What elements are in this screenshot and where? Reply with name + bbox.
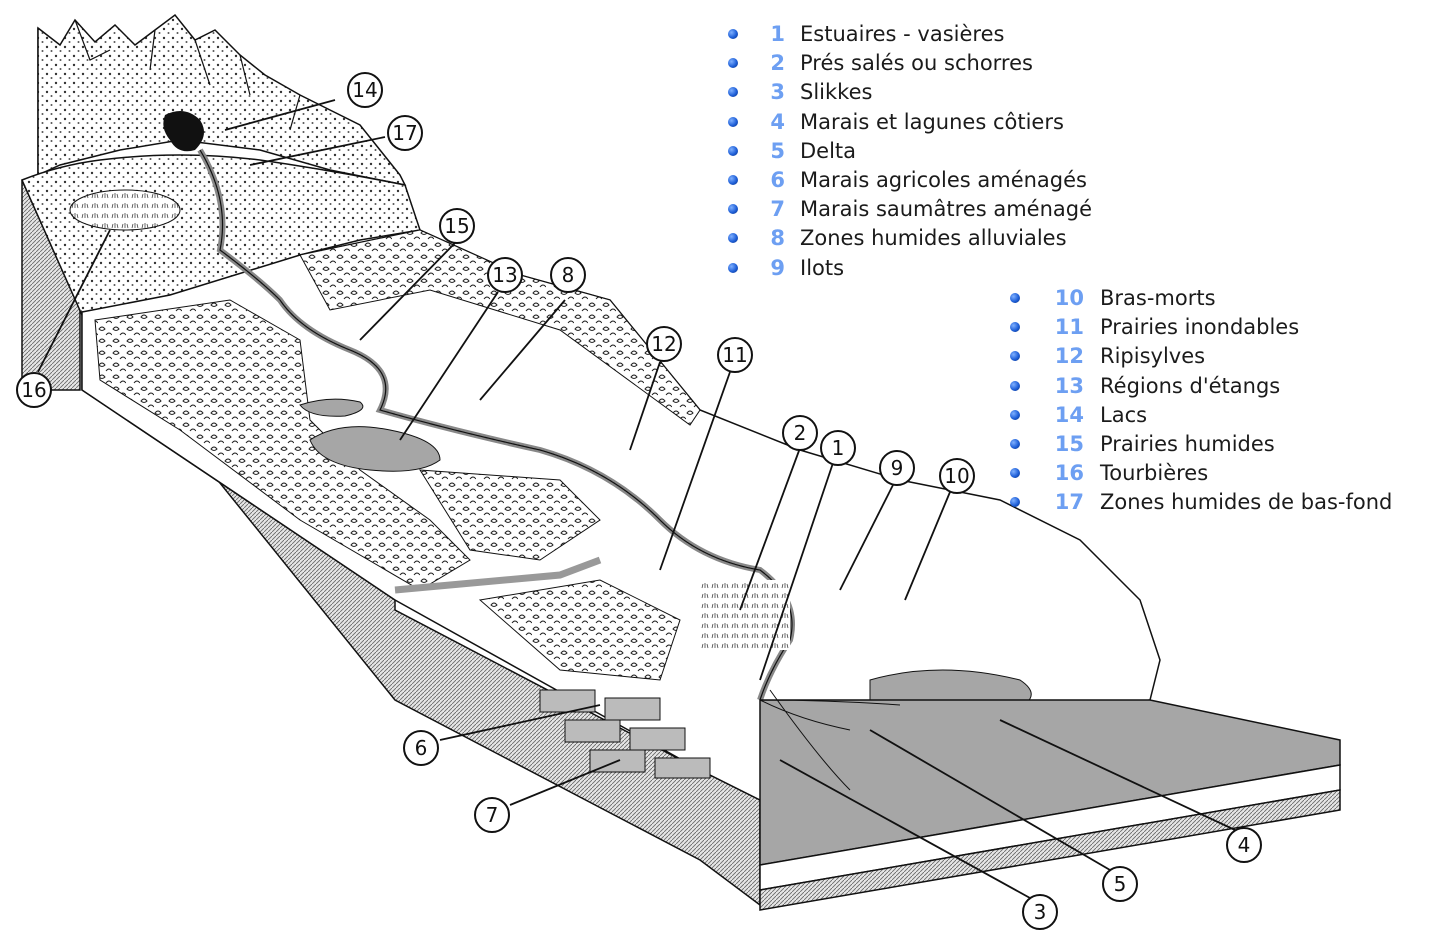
callout-14: 14	[348, 73, 382, 107]
callout-6: 6	[404, 731, 438, 765]
svg-text:6: 6	[415, 736, 428, 760]
svg-text:17: 17	[392, 121, 417, 145]
legend-label: Bras-morts	[1100, 284, 1216, 313]
legend-label: Marais et lagunes côtiers	[800, 108, 1064, 137]
legend-label: Marais agricoles aménagés	[800, 166, 1087, 195]
callout-16: 16	[17, 373, 51, 407]
svg-text:7: 7	[486, 803, 499, 827]
legend-number: 1	[752, 20, 785, 49]
svg-text:2: 2	[794, 421, 807, 445]
legend-label: Marais saumâtres aménagé	[800, 195, 1092, 224]
svg-text:12: 12	[651, 332, 676, 356]
callout-1: 1	[821, 431, 855, 465]
legend-number: 17	[1040, 488, 1084, 517]
legend-label: Prairies humides	[1100, 430, 1275, 459]
bullet-icon	[728, 175, 738, 185]
legend-label: Ripisylves	[1100, 342, 1205, 371]
bullet-icon	[728, 146, 738, 156]
legend-number: 13	[1040, 372, 1084, 401]
legend-number: 6	[752, 166, 785, 195]
legend-label: Lacs	[1100, 401, 1147, 430]
legend-number: 16	[1040, 459, 1084, 488]
callout-15: 15	[440, 209, 474, 243]
svg-text:13: 13	[492, 263, 517, 287]
legend-number: 9	[752, 254, 785, 283]
legend-number: 14	[1040, 401, 1084, 430]
svg-text:8: 8	[562, 263, 575, 287]
callout-10: 10	[940, 459, 974, 493]
callout-8: 8	[551, 258, 585, 292]
bullet-icon	[1010, 410, 1020, 420]
callout-17: 17	[388, 116, 422, 150]
callout-7: 7	[475, 798, 509, 832]
svg-text:5: 5	[1114, 872, 1127, 896]
svg-text:10: 10	[944, 464, 969, 488]
legend-number: 3	[752, 78, 785, 107]
svg-text:9: 9	[891, 456, 904, 480]
legend-label: Delta	[800, 137, 856, 166]
svg-text:4: 4	[1238, 833, 1251, 857]
legend-label: Estuaires - vasières	[800, 20, 1004, 49]
svg-text:14: 14	[352, 78, 377, 102]
bullet-icon	[1010, 439, 1020, 449]
svg-text:16: 16	[21, 378, 46, 402]
legend-label: Tourbières	[1100, 459, 1208, 488]
legend-number: 10	[1040, 284, 1084, 313]
svg-text:11: 11	[722, 343, 747, 367]
callout-12: 12	[647, 327, 681, 361]
legend-number: 11	[1040, 313, 1084, 342]
legend-label: Zones humides de bas-fond	[1100, 488, 1392, 517]
legend-number: 5	[752, 137, 785, 166]
callout-11: 11	[718, 338, 752, 372]
bullet-icon	[728, 117, 738, 127]
svg-text:1: 1	[832, 436, 845, 460]
legend-label: Ilots	[800, 254, 844, 283]
legend-number: 7	[752, 195, 785, 224]
bullet-icon	[1010, 381, 1020, 391]
bullet-icon	[1010, 293, 1020, 303]
legend-label: Prés salés ou schorres	[800, 49, 1033, 78]
legend-label: Régions d'étangs	[1100, 372, 1280, 401]
legend-number: 4	[752, 108, 785, 137]
legend-number: 12	[1040, 342, 1084, 371]
bullet-icon	[728, 263, 738, 273]
callout-5: 5	[1103, 867, 1137, 901]
callout-13: 13	[488, 258, 522, 292]
bullet-icon	[728, 29, 738, 39]
svg-text:3: 3	[1034, 900, 1047, 924]
legend-number: 15	[1040, 430, 1084, 459]
callout-3: 3	[1023, 895, 1057, 929]
callout-9: 9	[880, 451, 914, 485]
legend-label: Prairies inondables	[1100, 313, 1299, 342]
legend-number: 8	[752, 224, 785, 253]
legend-label: Slikkes	[800, 78, 872, 107]
callout-2: 2	[783, 416, 817, 450]
salt-marsh-2	[700, 580, 790, 650]
callout-4: 4	[1227, 828, 1261, 862]
svg-text:15: 15	[444, 214, 469, 238]
legend-number: 2	[752, 49, 785, 78]
legend-label: Zones humides alluviales	[800, 224, 1067, 253]
